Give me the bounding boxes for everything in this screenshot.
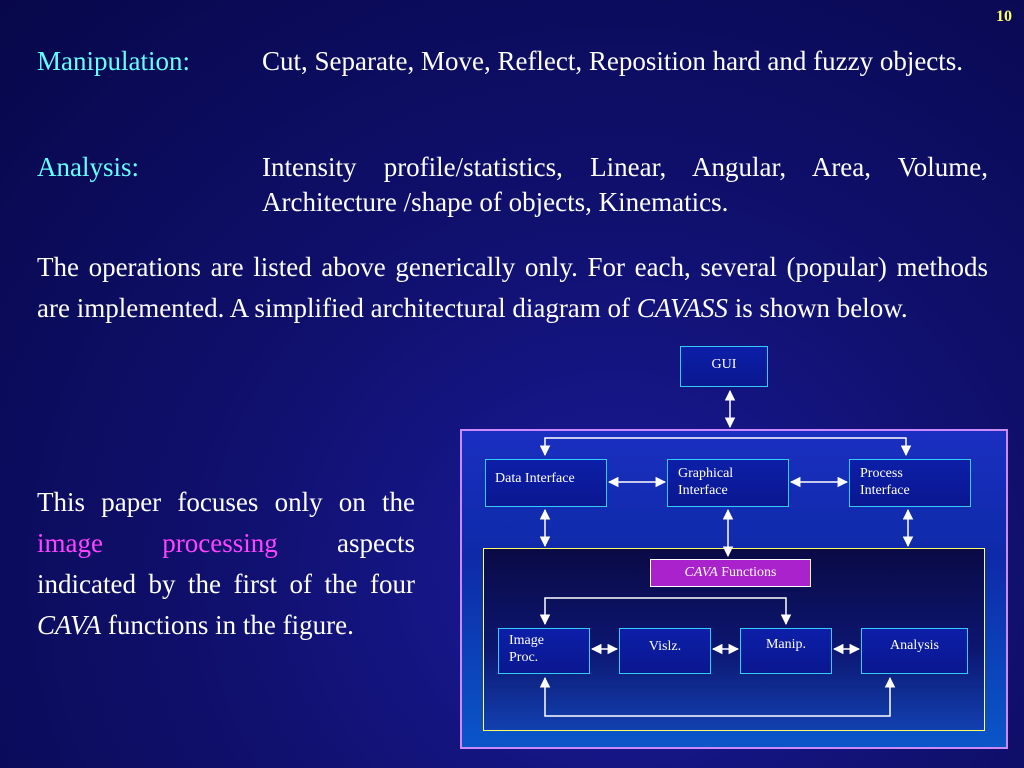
graphical-interface-box: Graphical Interface — [667, 459, 789, 507]
vislz-box: Vislz. — [619, 628, 711, 674]
paragraph-emphasis: CAVASS — [636, 293, 728, 323]
analysis-box: Analysis — [861, 628, 968, 674]
image-proc-box: Image Proc. — [498, 628, 590, 674]
paragraph-text: The operations are listed above generica… — [37, 252, 988, 323]
box-label: Image Proc. — [509, 633, 544, 665]
process-interface-box: Process Interface — [849, 459, 971, 507]
definition-text: Intensity profile/statistics, Linear, An… — [262, 152, 988, 217]
paragraph-emphasis: CAVA — [37, 610, 102, 640]
definition-manipulation: Manipulation: Cut, Separate, Move, Refle… — [37, 44, 988, 114]
data-interface-box: Data Interface — [485, 459, 607, 507]
paragraph-text: aspects indicated by the first of the fo… — [37, 528, 416, 599]
slide-number: 10 — [996, 8, 1012, 25]
box-label: Functions — [717, 565, 777, 580]
cava-emphasis: CAVA — [684, 565, 718, 580]
box-label: Data Interface — [495, 471, 575, 486]
focus-paragraph: This paper focuses only on the image pro… — [37, 482, 415, 646]
cava-functions-label: CAVA Functions — [650, 559, 811, 587]
paragraph-text: functions in the figure. — [101, 610, 354, 640]
paragraph-text: is shown below. — [727, 293, 908, 323]
paragraph-text: This paper focuses only on the — [37, 487, 415, 517]
box-label: GUI — [711, 357, 737, 372]
definition-label: Analysis: — [37, 152, 140, 182]
highlight-text: image processing — [37, 528, 278, 558]
box-label: Analysis — [890, 638, 939, 653]
operations-paragraph: The operations are listed above generica… — [37, 247, 988, 329]
box-label: Graphical Interface — [678, 466, 734, 498]
manip-box: Manip. — [740, 628, 832, 674]
box-label: Manip. — [765, 637, 807, 652]
box-label: Vislz. — [648, 639, 682, 654]
box-label: Process Interface — [860, 466, 910, 498]
interface-bracket-arrow — [539, 437, 912, 457]
definition-analysis: Analysis: Intensity profile/statistics, … — [37, 150, 988, 220]
inner-bottom-bracket-arrow — [539, 676, 896, 717]
gui-box: GUI — [680, 346, 768, 387]
inner-top-bracket-arrow — [539, 597, 792, 626]
definition-text: Cut, Separate, Move, Reflect, Reposition… — [262, 46, 964, 76]
definition-label: Manipulation: — [37, 46, 190, 76]
